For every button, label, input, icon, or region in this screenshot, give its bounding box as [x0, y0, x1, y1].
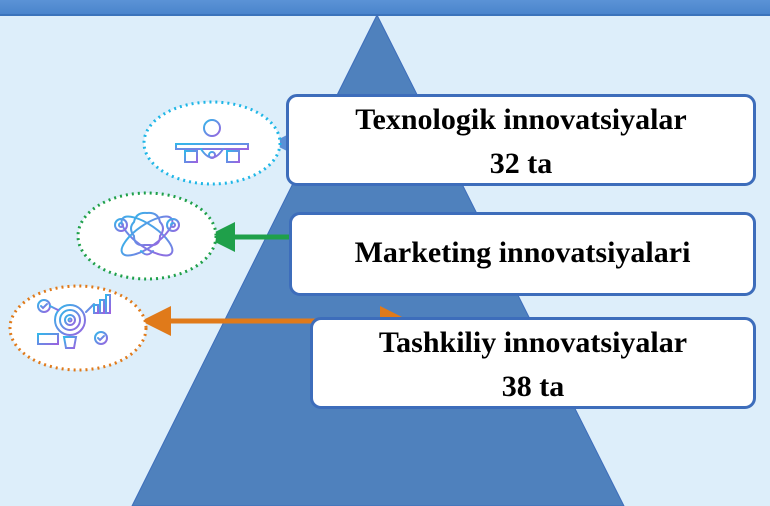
ring-organizational [8, 284, 148, 372]
lightbulb-desk-icon [175, 119, 249, 165]
level-box-organizational: Tashkiliy innovatsiyalar 38 ta [310, 317, 756, 409]
level-label-marketing: Marketing innovatsiyalari [354, 236, 691, 269]
level-box-marketing: Marketing innovatsiyalari [289, 212, 756, 296]
target-lightbulb-icon [37, 294, 111, 353]
level-value-organizational: 38 ta [501, 370, 565, 403]
brain-gears-icon [114, 211, 180, 257]
level-box-technological: Texnologik innovatsiyalar 32 ta [286, 94, 756, 186]
level-value-technological: 32 ta [489, 147, 553, 180]
top-bar [0, 0, 770, 16]
level-label-organizational: Tashkiliy innovatsiyalar [378, 326, 688, 359]
level-label-technological: Texnologik innovatsiyalar [355, 103, 687, 136]
